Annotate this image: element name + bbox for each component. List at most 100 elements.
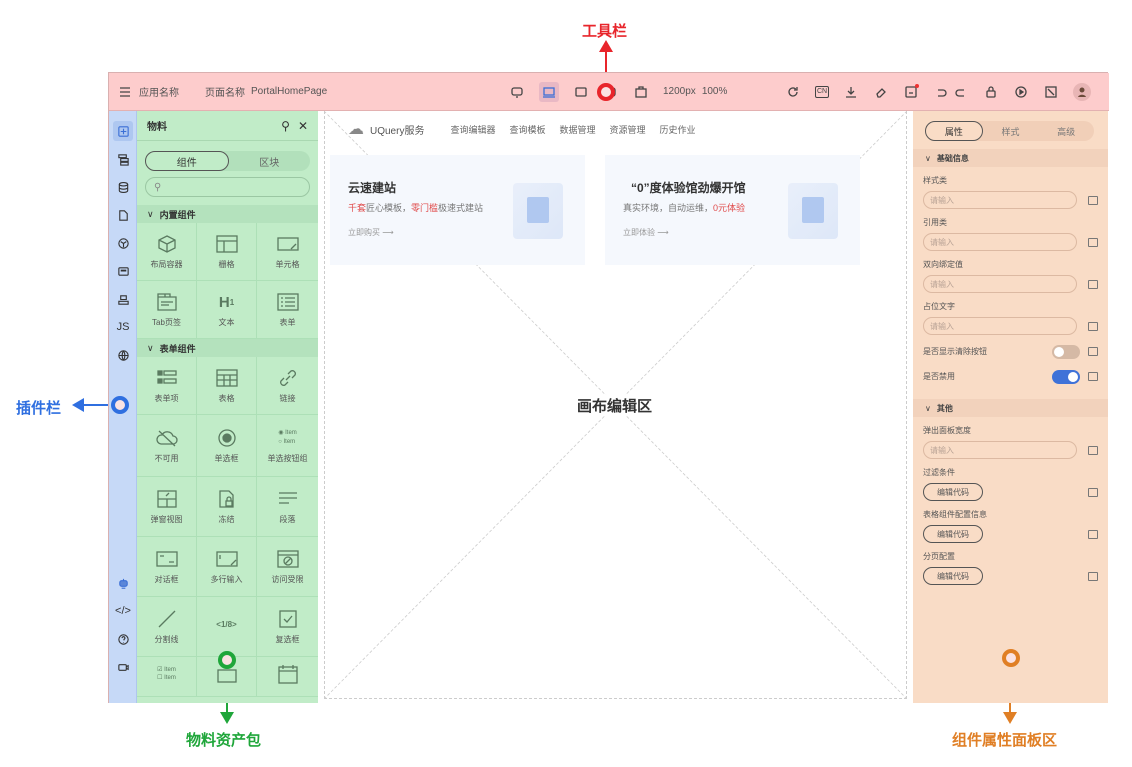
component-form[interactable]: 表单 (257, 281, 318, 339)
plugin-globe-icon[interactable] (115, 347, 131, 363)
card-link[interactable]: 立即购买 ⟶ (348, 228, 394, 237)
canvas-size-icon[interactable] (633, 84, 649, 100)
app-name[interactable]: 应用名称 (139, 88, 179, 99)
component-table[interactable]: 表格 (197, 357, 257, 415)
canvas-area[interactable]: ☁UQuery服务 查询编辑器 查询模板 数据管理 资源管理 历史作业 云速建站… (318, 111, 913, 703)
bind-variable-icon[interactable] (1088, 445, 1098, 455)
plugin-page-icon[interactable] (115, 207, 131, 223)
plugin-block-icon[interactable] (115, 235, 131, 251)
plugin-help-icon[interactable] (115, 631, 131, 647)
avatar[interactable] (1073, 82, 1091, 101)
component-grid[interactable]: 栅格 (197, 223, 257, 281)
plugin-video-icon[interactable] (115, 659, 131, 675)
download-icon[interactable] (843, 84, 859, 100)
mobile-view-icon[interactable] (509, 84, 525, 100)
bind-variable-icon[interactable] (1088, 321, 1098, 331)
edit-code-button[interactable]: 编辑代码 (923, 525, 983, 543)
save-icon[interactable] (903, 83, 919, 100)
component-checkbox[interactable]: 复选框 (257, 597, 318, 657)
bind-variable-icon[interactable] (1088, 372, 1098, 381)
bind-variable-icon[interactable] (1088, 529, 1098, 539)
ref-input[interactable]: 请输入 (923, 233, 1077, 251)
bind-variable-icon[interactable] (1088, 571, 1098, 581)
plugin-data-source-icon[interactable] (115, 179, 131, 195)
component-link[interactable]: 链接 (257, 357, 318, 415)
plugin-js-icon[interactable]: JS (116, 321, 130, 333)
plugin-code-icon[interactable]: </> (115, 605, 131, 617)
component-pager[interactable]: <1/8> (197, 597, 257, 657)
tablet-view-icon[interactable] (573, 84, 589, 100)
plugin-i18n-icon[interactable] (115, 263, 131, 279)
component-dialog-view[interactable]: 弹窗视图 (137, 477, 197, 537)
pin-icon[interactable]: ⚲ (281, 118, 290, 133)
bind-variable-icon[interactable] (1088, 195, 1098, 205)
desktop-view-icon[interactable] (539, 81, 559, 102)
component-tabs[interactable]: Tab页签 (137, 281, 197, 339)
component-textarea[interactable]: 多行输入 (197, 537, 257, 597)
clearable-toggle[interactable] (1052, 344, 1080, 359)
nav-item[interactable]: 查询模板 (509, 124, 546, 135)
canvas-zoom[interactable]: 100% (701, 86, 728, 97)
group-header-form[interactable]: ∨表单组件 (137, 339, 318, 357)
page-name[interactable]: PortalHomePage (251, 86, 328, 97)
refresh-icon[interactable] (785, 84, 801, 100)
popper-width-input[interactable]: 请输入 (923, 441, 1077, 459)
plugin-add-component-icon[interactable] (113, 121, 133, 141)
language-icon[interactable]: CN (815, 85, 829, 98)
close-icon[interactable]: ✕ (297, 118, 308, 133)
nav-item[interactable]: 查询编辑器 (450, 124, 496, 135)
material-search-input[interactable]: ⚲ (145, 177, 310, 197)
model-value-input[interactable]: 请输入 (923, 275, 1077, 293)
nav-item[interactable]: 数据管理 (559, 124, 596, 135)
preview-icon[interactable] (1013, 84, 1029, 100)
bind-variable-icon[interactable] (1088, 279, 1098, 289)
card-link[interactable]: 立即体验 ⟶ (623, 228, 669, 237)
canvas-width[interactable]: 1200px (663, 86, 696, 97)
component-checkbox-group[interactable]: ☑ Item☐ Item (137, 657, 197, 697)
component-form-item[interactable]: 表单项 (137, 357, 197, 415)
fullscreen-icon[interactable] (1043, 84, 1059, 100)
edit-code-button[interactable]: 编辑代码 (923, 567, 983, 585)
promo-card[interactable]: “0”度体验馆劲爆开馆 真实环境，自动运维，0元体验 立即体验 ⟶ (605, 155, 860, 265)
undo-icon[interactable] (933, 84, 949, 100)
section-other[interactable]: ∨其他 (913, 399, 1108, 417)
plugin-bridge-icon[interactable] (115, 291, 131, 307)
plugin-outline-tree-icon[interactable] (115, 151, 131, 167)
promo-card[interactable]: 云速建站 千套匠心模板，零门槛极速式建站 立即购买 ⟶ (330, 155, 585, 265)
group-header-builtin[interactable]: ∨内置组件 (137, 205, 318, 223)
eraser-icon[interactable] (873, 84, 889, 100)
tab-advanced[interactable]: 高级 (1057, 126, 1076, 137)
component-freeze[interactable]: 冻结 (197, 477, 257, 537)
bind-variable-icon[interactable] (1088, 487, 1098, 497)
component-image[interactable] (197, 657, 257, 697)
component-dialog[interactable]: 对话框 (137, 537, 197, 597)
style-class-input[interactable]: 请输入 (923, 191, 1077, 209)
edit-code-button[interactable]: 编辑代码 (923, 483, 983, 501)
menu-icon[interactable] (117, 84, 133, 100)
lock-icon[interactable] (983, 84, 999, 100)
component-paragraph[interactable]: 段落 (257, 477, 318, 537)
component-radio[interactable]: 单选框 (197, 415, 257, 477)
tab-styles[interactable]: 样式 (1001, 126, 1020, 137)
component-access-restricted[interactable]: 访问受限 (257, 537, 318, 597)
component-date[interactable] (257, 657, 318, 697)
section-basic-info[interactable]: ∨基础信息 (913, 149, 1108, 167)
component-unavailable[interactable]: 不可用 (137, 415, 197, 477)
component-cell[interactable]: 单元格 (257, 223, 318, 281)
bind-variable-icon[interactable] (1088, 237, 1098, 247)
disabled-toggle[interactable] (1052, 369, 1080, 384)
plugin-robot-icon[interactable] (115, 575, 131, 591)
redo-icon[interactable] (953, 84, 969, 100)
tab-components[interactable]: 组件 (145, 151, 229, 171)
component-layout-container[interactable]: 布局容器 (137, 223, 197, 281)
component-divider[interactable]: 分割线 (137, 597, 197, 657)
placeholder-input[interactable]: 请输入 (923, 317, 1077, 335)
tab-properties[interactable]: 属性 (925, 121, 983, 141)
tab-blocks[interactable]: 区块 (259, 157, 280, 169)
nav-item[interactable]: 历史作业 (659, 124, 696, 135)
brand[interactable]: ☁UQuery服务 (348, 121, 425, 138)
bind-variable-icon[interactable] (1088, 347, 1098, 356)
nav-item[interactable]: 资源管理 (609, 124, 646, 135)
